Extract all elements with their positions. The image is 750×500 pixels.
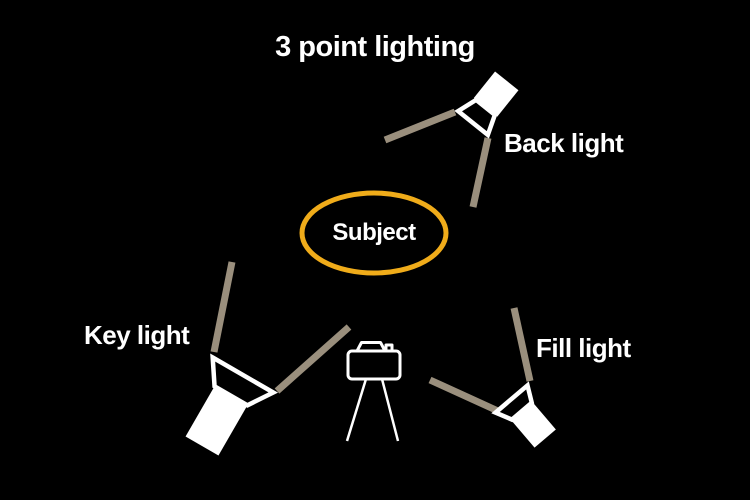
camera-body-icon bbox=[346, 349, 402, 381]
back-light-cone-icon bbox=[454, 97, 498, 139]
key-light-icon bbox=[185, 261, 352, 456]
camera-button-icon bbox=[384, 343, 394, 351]
subject-ellipse bbox=[299, 190, 449, 276]
back-light-stand-leg-icon bbox=[469, 137, 492, 208]
fill-light-stand-leg-icon bbox=[510, 307, 534, 382]
subject-label: Subject bbox=[332, 219, 416, 246]
camera-prism-icon bbox=[355, 341, 387, 352]
key-light-cone-icon bbox=[210, 353, 279, 408]
fill-light-cone-icon bbox=[491, 381, 535, 423]
camera-on-tripod-icon bbox=[345, 341, 402, 442]
back-light-body-icon bbox=[473, 71, 519, 117]
fill-light-body-icon bbox=[511, 402, 556, 448]
fill-light-stand-leg-icon bbox=[428, 376, 500, 415]
back-light-stand-leg-icon bbox=[383, 108, 457, 144]
tripod-leg-icon bbox=[380, 378, 400, 442]
key-light-stand-leg-icon bbox=[210, 261, 236, 353]
fill-light-label: Fill light bbox=[536, 333, 631, 363]
key-light-stand-leg-icon bbox=[274, 324, 352, 394]
tripod-leg-icon bbox=[345, 378, 368, 442]
back-light-label: Back light bbox=[504, 128, 624, 158]
fill-light-icon bbox=[428, 307, 556, 448]
key-light-body-icon bbox=[185, 386, 248, 456]
back-light-icon bbox=[383, 71, 519, 208]
key-light-label: Key light bbox=[84, 320, 190, 350]
diagram-title: 3 point lighting bbox=[275, 31, 475, 63]
